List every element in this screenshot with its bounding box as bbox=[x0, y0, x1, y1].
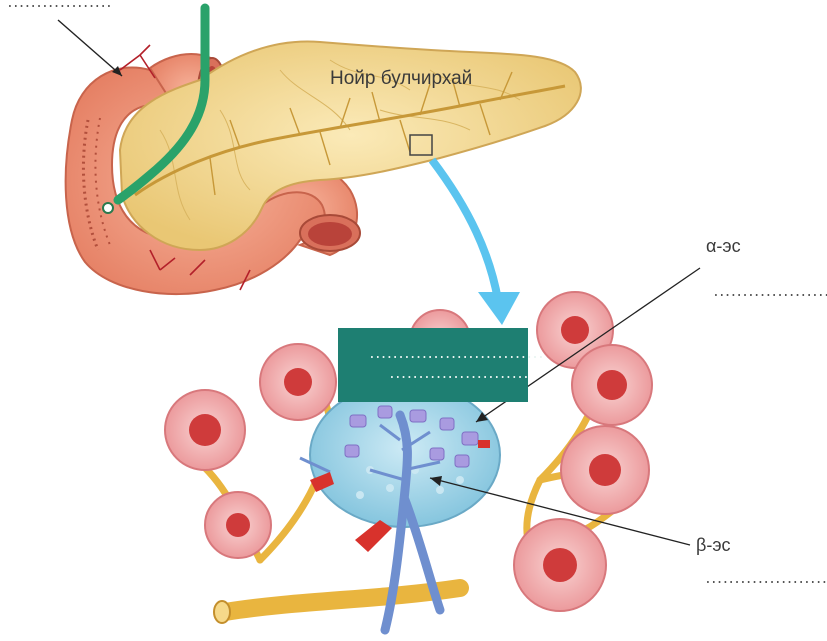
label-alpha-cell: α-эс bbox=[706, 236, 741, 257]
label-beta-cell: β-эс bbox=[696, 535, 731, 556]
blank-beta-answer: ........................... bbox=[704, 572, 827, 587]
papilla bbox=[103, 203, 113, 213]
pointer-line-top bbox=[58, 20, 122, 76]
label-pancreas: Нойр булчирхай bbox=[330, 68, 472, 90]
blank-top-left: .................. bbox=[6, 0, 111, 11]
main-duct-tube bbox=[214, 588, 460, 623]
answer-box-line-1: .............................. bbox=[368, 347, 543, 362]
zoom-arrow bbox=[432, 160, 520, 325]
blank-alpha-answer: ........................... bbox=[712, 285, 827, 300]
answer-box-line-2: ........................ bbox=[388, 367, 528, 382]
answer-box: .............................. .........… bbox=[338, 328, 528, 402]
